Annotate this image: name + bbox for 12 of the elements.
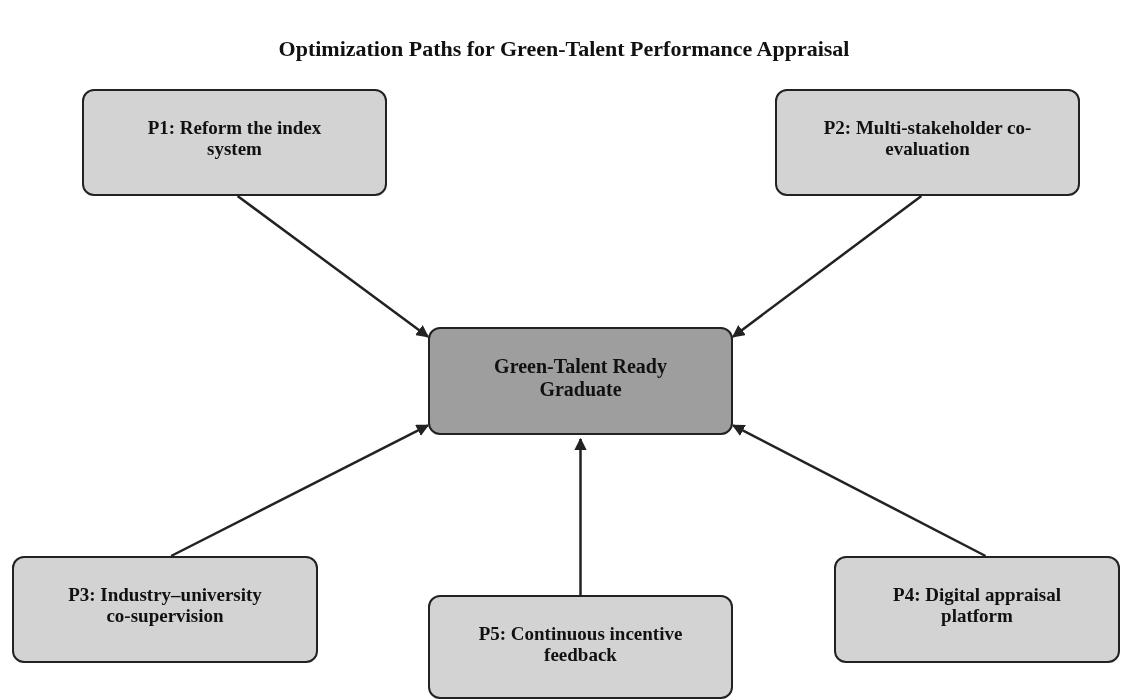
arrow	[574, 437, 587, 595]
arrow	[732, 195, 923, 338]
arrow	[170, 424, 430, 558]
outcome-box: Green-Talent Ready Graduate	[428, 327, 733, 435]
pathway-box: P5: Continuous incentive feedback	[428, 595, 733, 699]
pathway-box: P1: Reform the index system	[82, 89, 387, 196]
pathway-box: P2: Multi-stakeholder co-evaluation	[775, 89, 1080, 196]
pathway-box: P4: Digital appraisal platform	[834, 556, 1120, 663]
pathway-box: P3: Industry–university co-supervision	[12, 556, 318, 663]
diagram-title: Optimization Paths for Green-Talent Performance Appraisal	[277, 36, 851, 62]
arrow	[236, 195, 429, 338]
arrow	[731, 424, 987, 558]
